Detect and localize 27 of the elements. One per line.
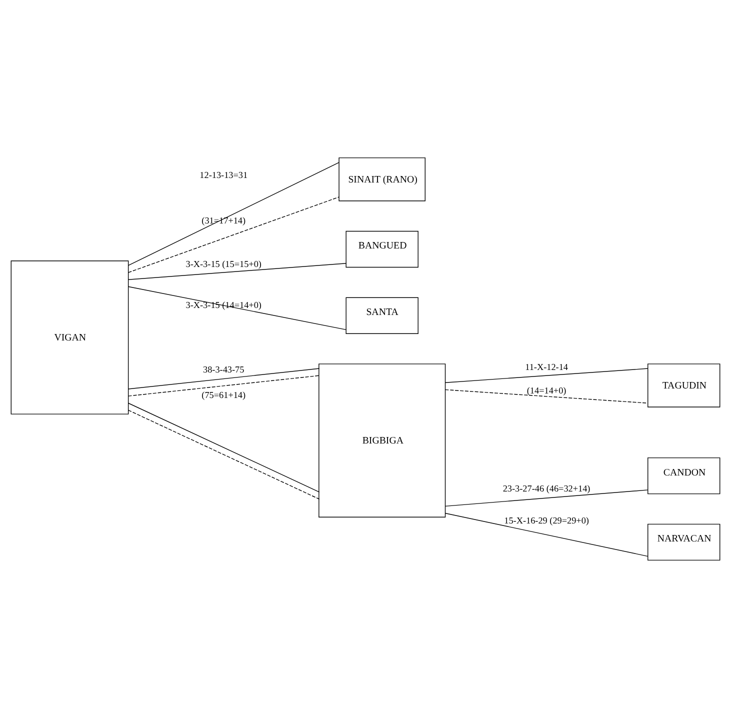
edge-label: 3-X-3-15 (14=14+0) [186,300,262,310]
edge-label: 12-13-13=31 [200,170,248,180]
edge-label: 11-X-12-14 [525,362,568,372]
connector [128,286,346,330]
edge-label: 38-3-43-75 [203,364,244,374]
edge-label: 3-X-3-15 (15=15+0) [186,259,262,270]
node-box: NARVACAN [648,524,720,561]
connector [128,375,320,396]
node-box: TAGUDIN [648,364,720,408]
connector [128,196,340,273]
connector [444,389,648,404]
connector [128,368,320,390]
edge-label: 15-X-16-29 (29=29+0) [504,515,589,526]
connector [444,490,648,507]
connector [444,512,648,557]
node-box: CANDON [648,457,720,494]
edge-label: (75=61+14) [202,390,246,400]
connector [128,162,340,266]
node-box: SANTA [346,297,418,334]
connector [444,368,648,383]
edge-label: (14=14+0) [526,386,566,396]
edge-label: 23-3-27-46 (46=32+14) [502,484,590,494]
node-box: VIGAN [10,260,129,414]
node-box: BIGBIGA [318,364,446,518]
connector [128,263,346,280]
node-box: BANGUED [346,230,418,268]
node-box: SINAIT (RANO) [338,157,426,202]
